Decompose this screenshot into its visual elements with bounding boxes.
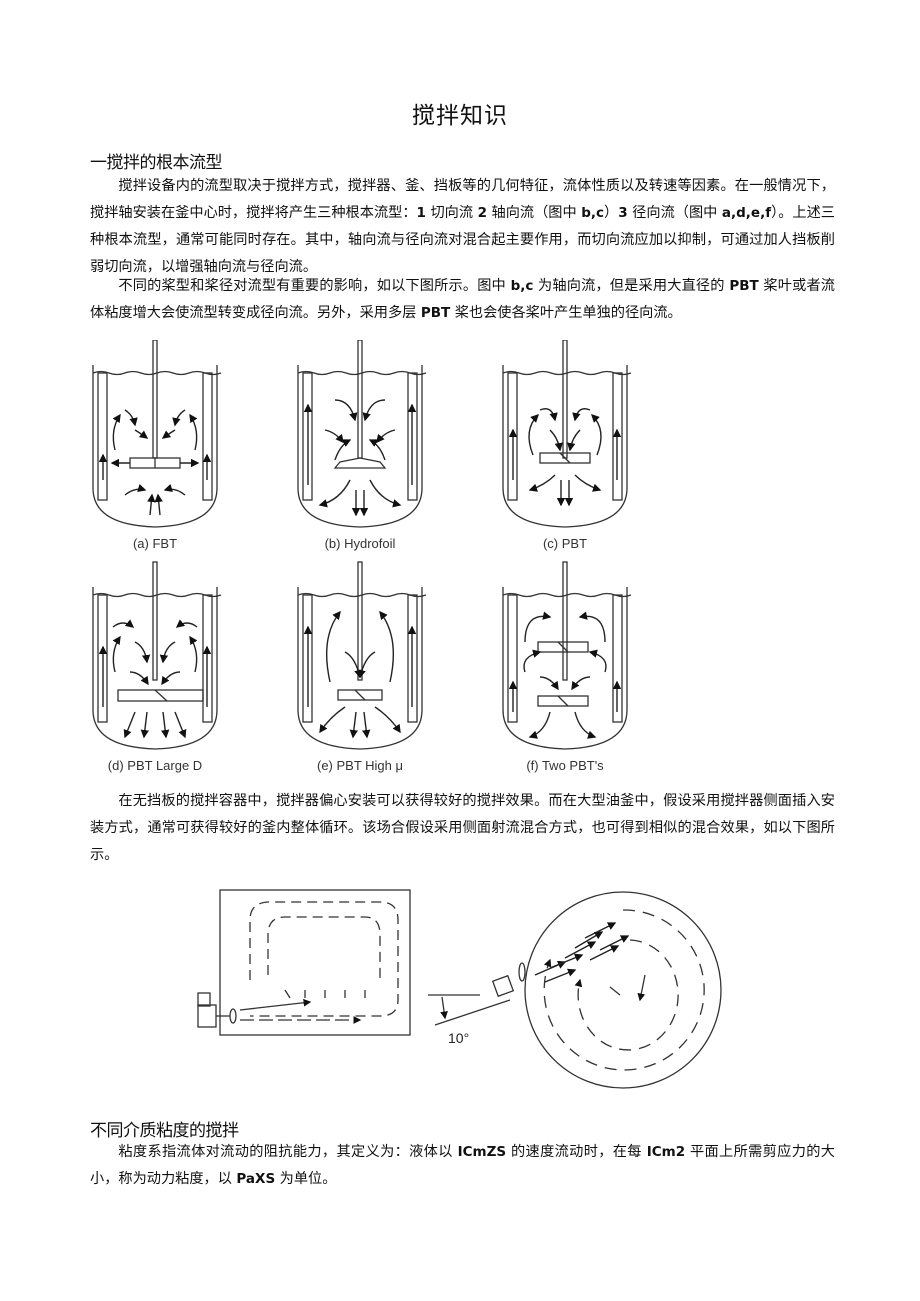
paragraph-side-entry: 在无挡板的搅拌容器中，搅拌器偏心安装可以获得较好的搅拌效果。而在大型油釜中，假设… xyxy=(90,793,835,863)
angle-indicator: 10° xyxy=(428,962,526,1046)
caption-b: (b) Hydrofoil xyxy=(325,536,396,551)
angle-label: 10° xyxy=(448,1030,469,1046)
paragraph-flow-types: 搅拌设备内的流型取决于搅拌方式，搅拌器、釜、挡板等的几何特征，流体性质以及转速等… xyxy=(90,178,835,275)
caption-e: (e) PBT High μ xyxy=(317,758,403,773)
circular-tank-diagram xyxy=(524,891,722,1089)
caption-f: (f) Two PBT's xyxy=(526,758,604,773)
figure-side-entry: 10° xyxy=(197,889,722,1089)
rectangular-tank-diagram xyxy=(197,889,411,1036)
section-heading-flow-types: 一搅拌的根本流型 xyxy=(90,153,223,173)
caption-a: (a) FBT xyxy=(133,536,177,551)
caption-d: (d) PBT Large D xyxy=(108,758,202,773)
tank-diagram-e: (e) PBT High μ xyxy=(297,561,427,773)
paragraph-impeller-types: 不同的桨型和桨径对流型有重要的影响，如以下图所示。图中 b,c 为轴向流，但是采… xyxy=(90,278,835,321)
tank-diagram-d: (d) PBT Large D xyxy=(92,561,222,773)
paragraph-viscosity: 粘度系指流体对流动的阻抗能力，其定义为：液体以 ICmZS 的速度流动时，在每 … xyxy=(90,1144,835,1187)
tank-diagram-b: (b) Hydrofoil xyxy=(297,340,427,551)
document-title: 搅拌知识 xyxy=(412,103,508,129)
tank-diagram-a: (a) FBT xyxy=(92,340,222,551)
tank-diagram-f: (f) Two PBT's xyxy=(502,561,632,773)
section-heading-viscosity: 不同介质粘度的搅拌 xyxy=(90,1121,239,1141)
tank-diagram-c: (c) PBT xyxy=(502,340,632,551)
figure-flow-patterns: (a) FBT (b) Hydrofoil (c) PBT xyxy=(92,340,632,773)
caption-c: (c) PBT xyxy=(543,536,587,551)
